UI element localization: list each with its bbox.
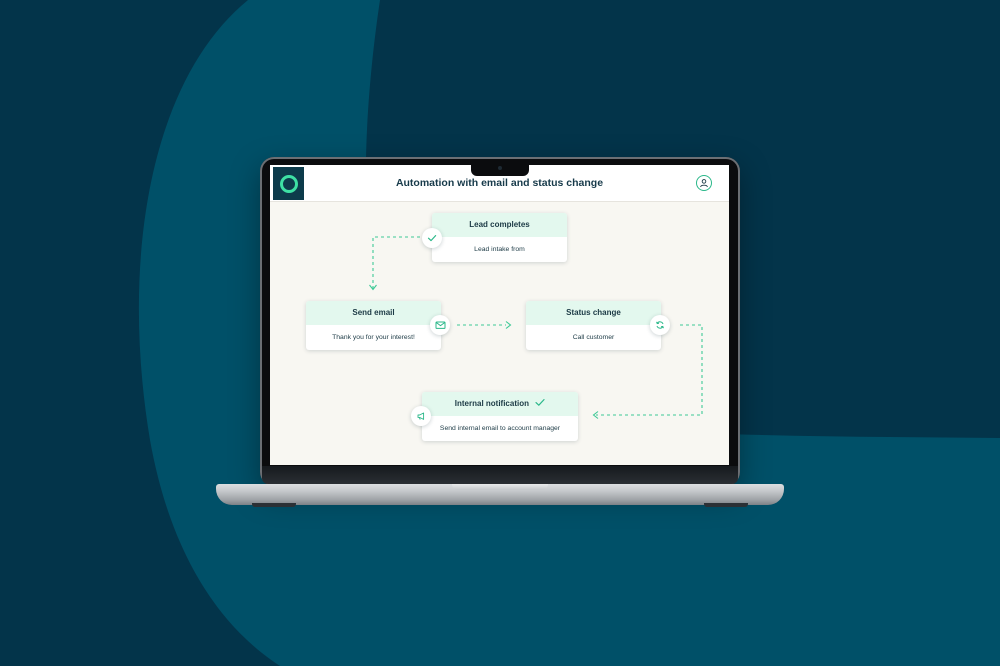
step-card-internal-notification[interactable]: Internal notification Send internal emai… bbox=[422, 392, 578, 441]
step-detail: Send internal email to account manager bbox=[439, 425, 561, 432]
arrow-head-right bbox=[505, 321, 512, 329]
app-logo[interactable] bbox=[273, 167, 304, 200]
app-header: Automation with email and status change bbox=[270, 165, 729, 202]
laptop-opening-notch bbox=[452, 484, 548, 490]
step-detail: Lead intake from bbox=[474, 246, 525, 253]
laptop-foot-right bbox=[704, 503, 748, 507]
step-card-send-email[interactable]: Send email Thank you for your interest! bbox=[306, 301, 441, 350]
step-detail: Call customer bbox=[572, 334, 615, 341]
app-screen: Automation with email and status change bbox=[270, 165, 729, 465]
connector-lead-to-email bbox=[372, 236, 420, 289]
laptop-hinge bbox=[262, 466, 738, 484]
arrow-head-left bbox=[592, 411, 599, 419]
flow-connectors bbox=[369, 236, 703, 419]
chat-bubble-icon bbox=[279, 174, 298, 193]
step-badge-send-email[interactable] bbox=[430, 315, 450, 335]
check-icon bbox=[535, 399, 545, 407]
step-badge-status-change[interactable] bbox=[650, 315, 670, 335]
page-title: Automation with email and status change bbox=[395, 177, 604, 189]
megaphone-icon bbox=[417, 412, 425, 420]
envelope-icon bbox=[435, 321, 445, 329]
step-title: Lead completes bbox=[432, 213, 567, 237]
arrow-head-down bbox=[369, 284, 377, 291]
refresh-icon bbox=[656, 321, 664, 329]
step-title: Internal notification bbox=[454, 399, 529, 408]
check-icon bbox=[427, 235, 437, 242]
user-icon bbox=[700, 179, 708, 188]
user-profile-button[interactable] bbox=[696, 175, 712, 191]
step-detail: Thank you for your interest! bbox=[332, 334, 415, 341]
laptop-foot-left bbox=[252, 503, 296, 507]
step-badge-internal-notification[interactable] bbox=[411, 406, 431, 426]
step-badge-lead[interactable] bbox=[422, 228, 442, 248]
step-title: Status change bbox=[526, 301, 661, 325]
connector-status-to-notification bbox=[596, 324, 703, 416]
camera-icon bbox=[498, 166, 502, 170]
step-title: Send email bbox=[306, 301, 441, 325]
step-card-lead[interactable]: Lead completes Lead intake from bbox=[432, 213, 567, 262]
step-card-status-change[interactable]: Status change Call customer bbox=[526, 301, 661, 350]
step-header: Internal notification bbox=[422, 392, 578, 416]
laptop-base bbox=[216, 484, 784, 505]
